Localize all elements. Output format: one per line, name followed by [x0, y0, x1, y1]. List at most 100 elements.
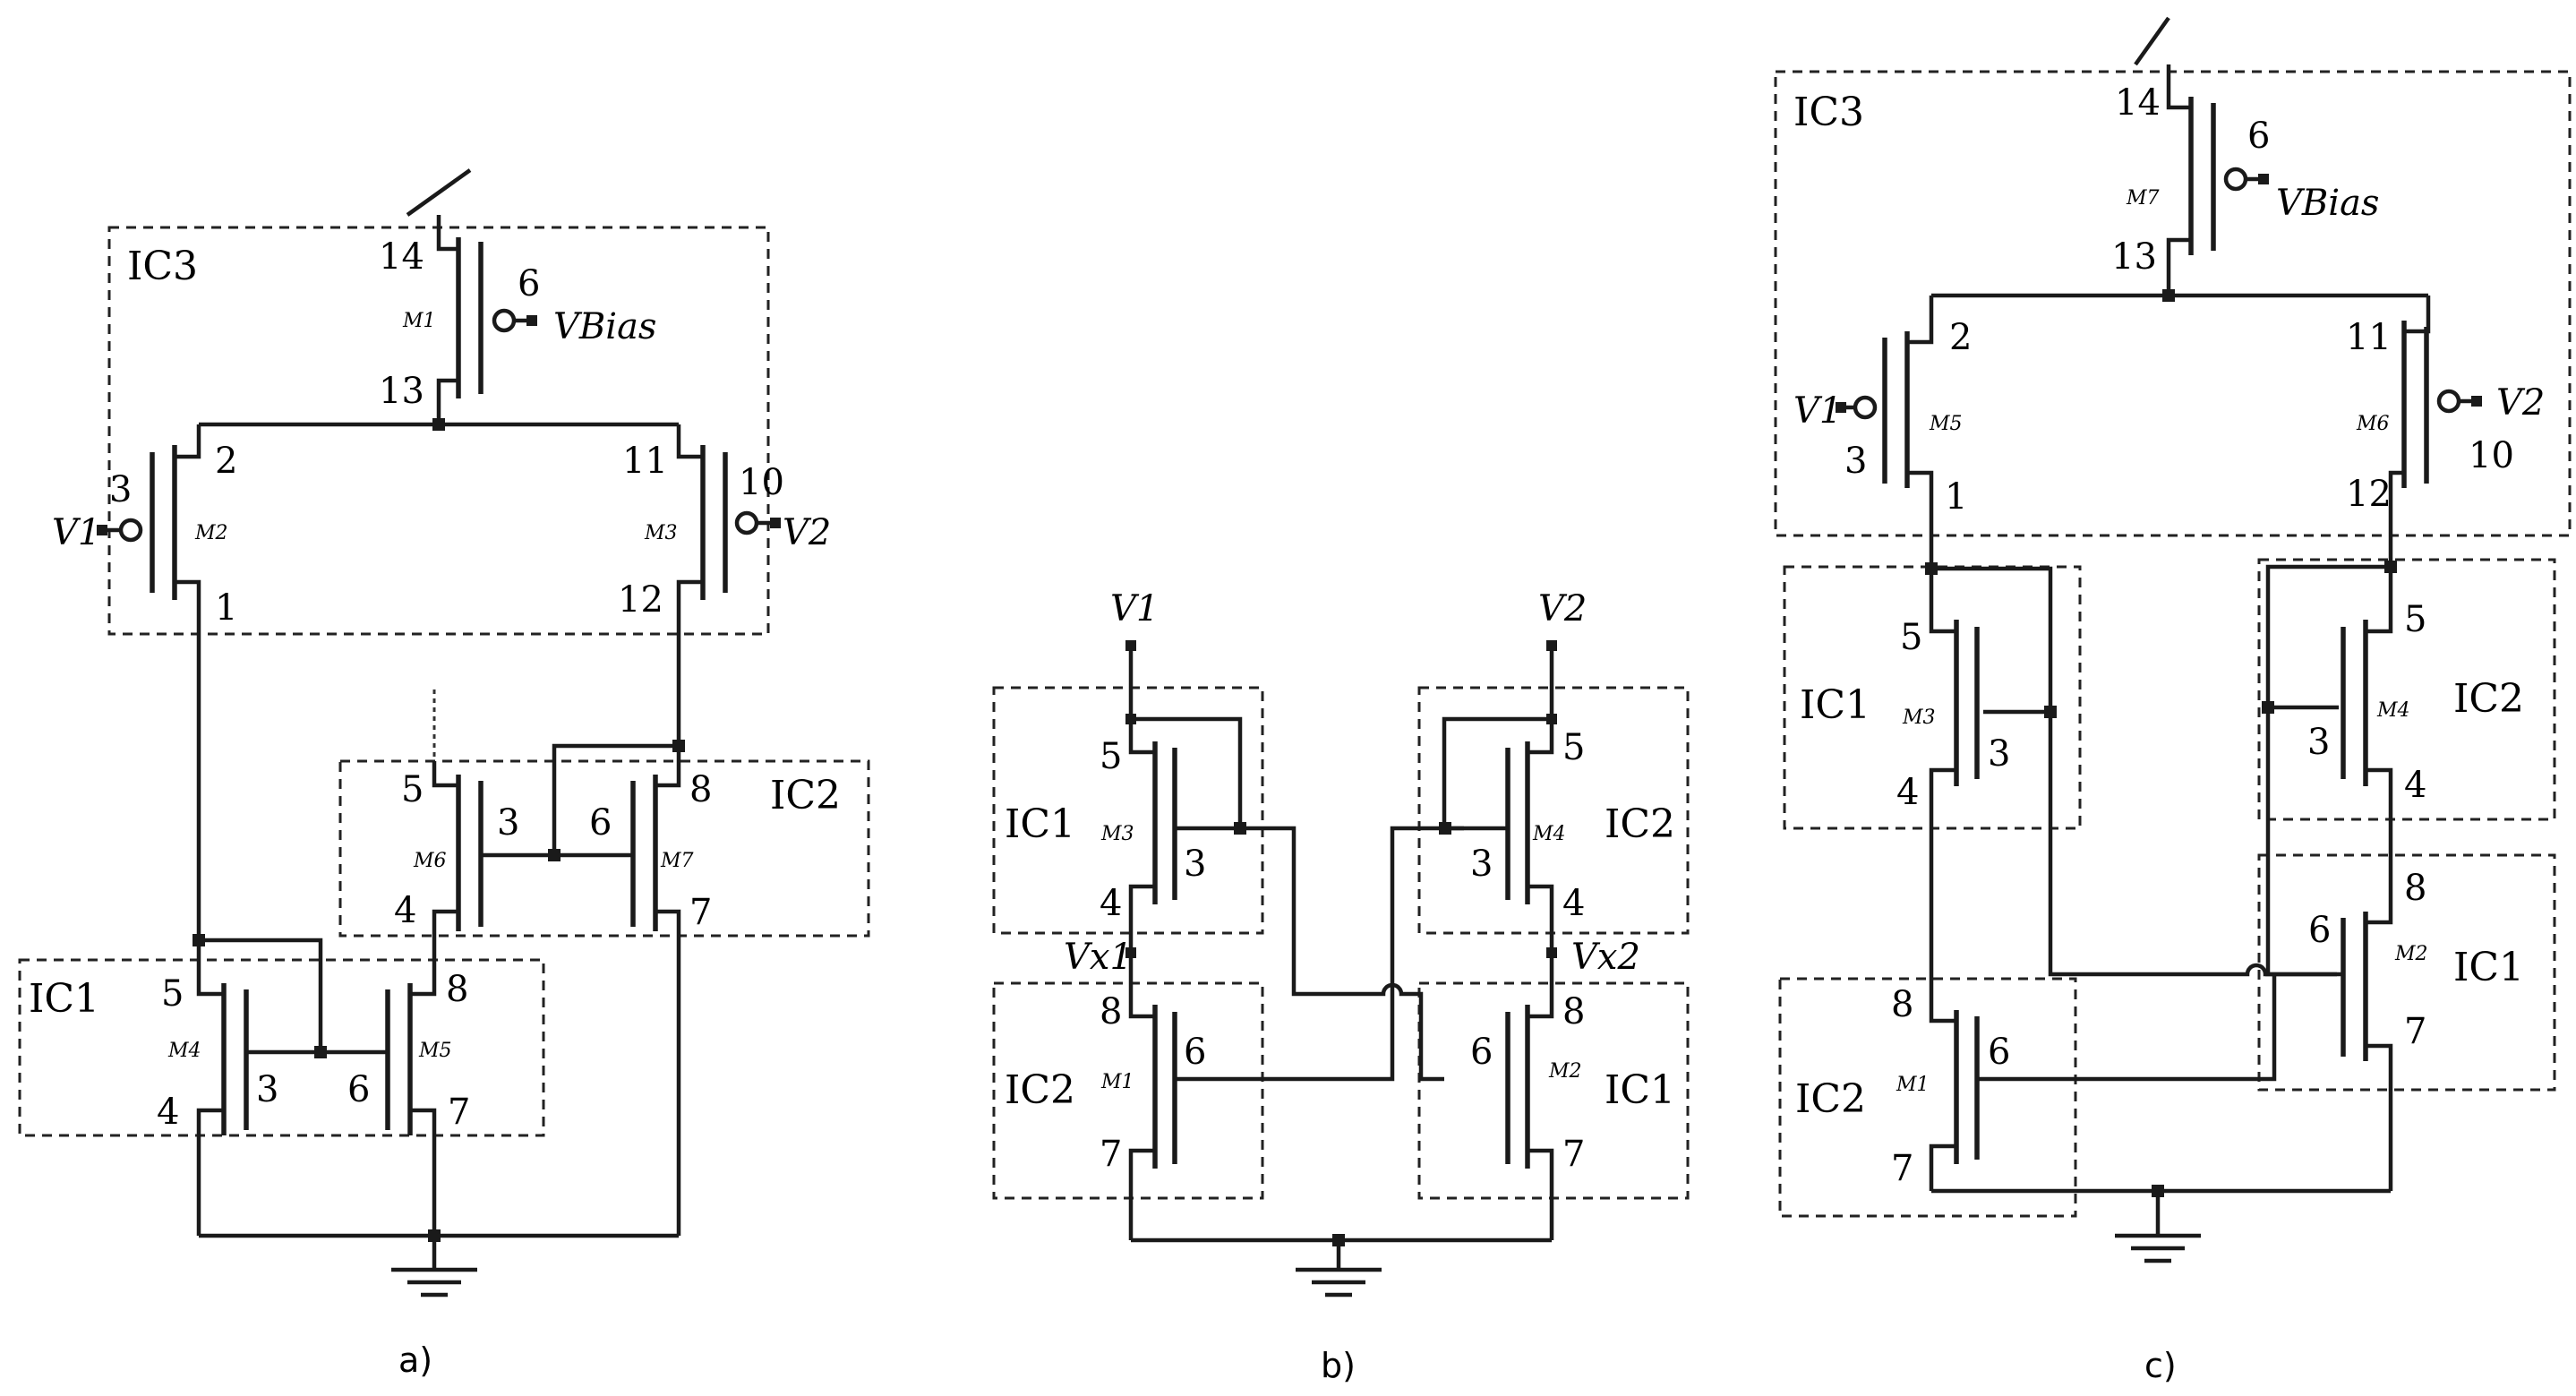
ic2-box-c-left: [1778, 977, 2077, 1218]
pin-3-b-left: 3: [1184, 844, 1206, 885]
label-m1-a: M1: [402, 310, 436, 332]
label-m5-a: M5: [418, 1040, 452, 1062]
label-v1-c: V1: [1793, 390, 1842, 432]
pin-3-c-ic2r: 3: [2307, 722, 2330, 763]
ic3-box-c: [1774, 70, 2572, 537]
pin-8-a-ic2: 8: [689, 769, 712, 810]
pin-12-a: 12: [618, 579, 663, 621]
pin-6-a-top: 6: [518, 263, 540, 304]
pin-10-a: 10: [739, 462, 784, 503]
pin-4-b-right: 4: [1562, 883, 1585, 924]
ic1-box-c-right: [2257, 853, 2556, 1092]
pin-2-c: 2: [1949, 317, 1972, 358]
pin-3-c-top: 3: [1844, 441, 1867, 482]
label-ic3-c: IC3: [1793, 90, 1864, 135]
label-v2-a: V2: [783, 512, 831, 553]
pin-6-c-ic2l: 6: [1988, 1032, 2010, 1073]
label-m1-c: M1: [1896, 1074, 1930, 1096]
pin-7-a-ic2: 7: [689, 892, 712, 933]
label-ic1-b-right: IC1: [1605, 1067, 1675, 1113]
pin-7-b-right: 7: [1562, 1134, 1585, 1175]
label-ic2-b-right: IC2: [1605, 801, 1675, 847]
label-ic2-c-right: IC2: [2453, 676, 2524, 722]
label-ic2-b-left: IC2: [1005, 1067, 1075, 1113]
pin-4-c-ic2r: 4: [2404, 765, 2426, 806]
label-m1-b: M1: [1100, 1071, 1134, 1093]
label-v2-c: V2: [2496, 382, 2545, 424]
label-m3-b: M3: [1100, 823, 1134, 845]
pin-11-c: 11: [2346, 317, 2392, 358]
panel-c: IC3 IC1 IC2 IC1 IC2 M7 M5 M6 M3 M4 M2 M1…: [1774, 16, 2572, 1385]
label-m3-c: M3: [1902, 707, 1936, 729]
pin-5-c-ic2r: 5: [2404, 599, 2426, 640]
label-m7-a: M7: [660, 850, 694, 872]
label-ic2-c-left: IC2: [1795, 1076, 1866, 1122]
pin-7-c-ic1r: 7: [2404, 1011, 2426, 1052]
label-m4-a: M4: [167, 1040, 201, 1062]
pin-1-a: 1: [215, 587, 237, 629]
pin-13-c: 13: [2111, 236, 2157, 278]
label-vbias-a: VBias: [553, 306, 656, 347]
ic1-box-a: [18, 958, 545, 1137]
pin-1-c: 1: [1945, 476, 1967, 518]
pin-7-c-ic2l: 7: [1891, 1148, 1913, 1189]
label-m4-c: M4: [2376, 699, 2410, 722]
pin-10-c: 10: [2469, 435, 2514, 476]
pin-4-b-left: 4: [1100, 883, 1122, 924]
pin-14-c: 14: [2115, 82, 2161, 124]
label-m6-c: M6: [2356, 413, 2390, 435]
pin-5-b-right: 5: [1562, 727, 1585, 768]
pin-11-a: 11: [622, 441, 668, 482]
pin-3-b-right: 3: [1470, 844, 1493, 885]
panel-a: IC3 IC2 IC1 M1 M2 M3 M6 M7 M4 M5 VBias V…: [18, 168, 870, 1380]
label-m7-c: M7: [2126, 187, 2160, 210]
pin-6-c-ic1r: 6: [2308, 910, 2331, 951]
caption-c: c): [2144, 1346, 2177, 1385]
pin-7-a-ic1: 7: [448, 1092, 470, 1133]
label-ic1-b-left: IC1: [1005, 801, 1075, 847]
label-m2-c: M2: [2394, 943, 2428, 965]
pin-14-a: 14: [379, 236, 424, 278]
pin-8-b-right: 8: [1562, 991, 1585, 1032]
pin-5-c-ic1l: 5: [1900, 617, 1922, 658]
pin-4-a-ic2: 4: [394, 890, 416, 931]
pin-3-a-ic2: 3: [497, 802, 519, 844]
pin-6-a-ic1: 6: [347, 1069, 370, 1110]
pin-6-b-right: 6: [1470, 1032, 1493, 1073]
panel-b: V1 V2 Vx1 Vx2 IC1 IC2 IC2 IC1 M3 M1 M4 M…: [992, 588, 1690, 1385]
pin-3-a-top: 3: [109, 469, 132, 510]
ic1-box-b-left: [992, 686, 1264, 935]
label-ic2-a: IC2: [770, 773, 841, 818]
label-v2-b: V2: [1538, 588, 1587, 629]
pin-6-c-top: 6: [2247, 116, 2270, 157]
pin-12-c: 12: [2346, 474, 2392, 515]
label-m5-c: M5: [1929, 413, 1963, 435]
label-vx2-b: Vx2: [1571, 937, 1640, 978]
pin-2-a: 2: [215, 441, 237, 482]
label-ic1-c-right: IC1: [2453, 945, 2524, 990]
label-ic3-a: IC3: [127, 244, 198, 289]
label-m4-b: M4: [1532, 823, 1566, 845]
pin-8-c-ic1r: 8: [2404, 868, 2426, 909]
ic2-box-b-left: [992, 981, 1264, 1200]
ic2-box-a: [338, 759, 870, 938]
caption-b: b): [1321, 1346, 1356, 1385]
label-m2-b: M2: [1548, 1060, 1582, 1083]
pin-7-b-left: 7: [1100, 1134, 1122, 1175]
pin-6-b-left: 6: [1184, 1032, 1206, 1073]
label-m6-a: M6: [413, 850, 447, 872]
pin-8-a-ic1: 8: [446, 969, 468, 1010]
pin-5-a-ic1: 5: [161, 973, 184, 1015]
pin-5-b-left: 5: [1100, 736, 1122, 777]
label-v1-b: V1: [1110, 588, 1159, 629]
pin-4-c-ic1l: 4: [1896, 772, 1919, 813]
pin-3-a-ic1: 3: [256, 1069, 278, 1110]
pin-4-a-ic1: 4: [157, 1092, 179, 1133]
pin-6-a-ic2: 6: [589, 802, 612, 844]
label-vx1-b: Vx1: [1064, 937, 1133, 978]
label-m2-a: M2: [194, 522, 228, 544]
pin-3-c-ic1l: 3: [1988, 733, 2010, 775]
label-v1-a: V1: [52, 512, 100, 553]
label-m3-a: M3: [644, 522, 678, 544]
